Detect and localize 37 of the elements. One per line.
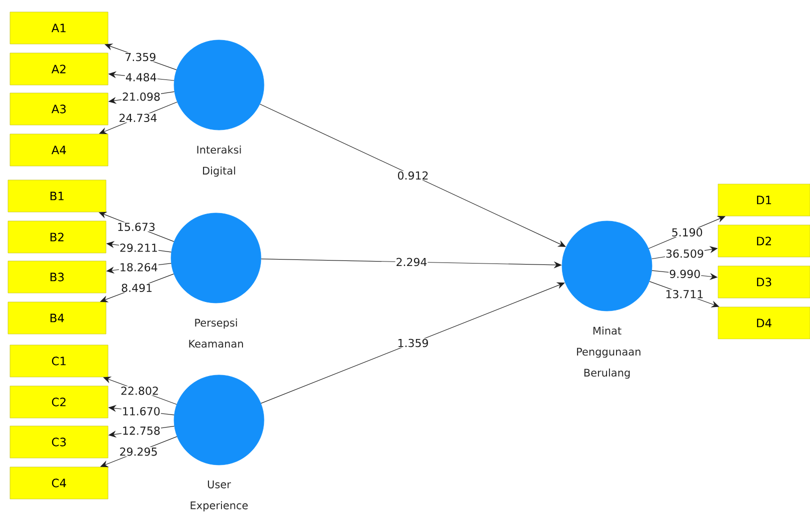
edge-label: 24.734 [118,113,158,123]
construct-label: Persepsi Keamanan [189,318,243,348]
indicator-box: B3 [8,260,106,294]
construct-circle [174,40,264,130]
indicator-box: C3 [10,426,108,458]
edge-label: 21.098 [122,92,161,102]
edge-label: 15.673 [116,222,156,232]
indicator-box: A1 [10,12,108,44]
construct-label: Interaksi Digital [197,146,241,177]
edge-label: 11.670 [121,406,161,416]
indicator-box: C2 [10,386,108,418]
edge-label: 18.264 [118,262,158,272]
indicator-box: B4 [8,302,106,334]
indicator-box: A4 [10,134,108,166]
indicator-box: D2 [718,224,810,258]
indicator-box: A2 [10,52,108,86]
edge-label: 5.190 [670,228,704,237]
indicator-box: B1 [8,180,106,212]
indicator-box: D1 [718,184,810,216]
edge-label: 29.211 [118,243,158,252]
indicator-box: C1 [10,344,108,378]
arrow [260,282,565,404]
indicator-box: D3 [718,266,810,298]
construct-circle [562,220,652,312]
edge-label: 4.484 [124,72,158,82]
indicator-box: A3 [10,92,108,126]
edge-label: 12.758 [121,426,161,436]
edge-label: 22.802 [120,386,160,396]
construct-label: Minat Penggunaan Berulang [577,326,640,379]
construct-label: User Experience [190,480,248,512]
construct-circle [170,212,262,304]
indicator-box: D4 [718,306,810,340]
edge-label: 8.491 [120,283,154,293]
indicator-box: B2 [8,220,106,254]
indicator-box: C4 [10,466,108,500]
edge-label: 29.295 [118,447,158,456]
construct-circle [174,374,264,466]
